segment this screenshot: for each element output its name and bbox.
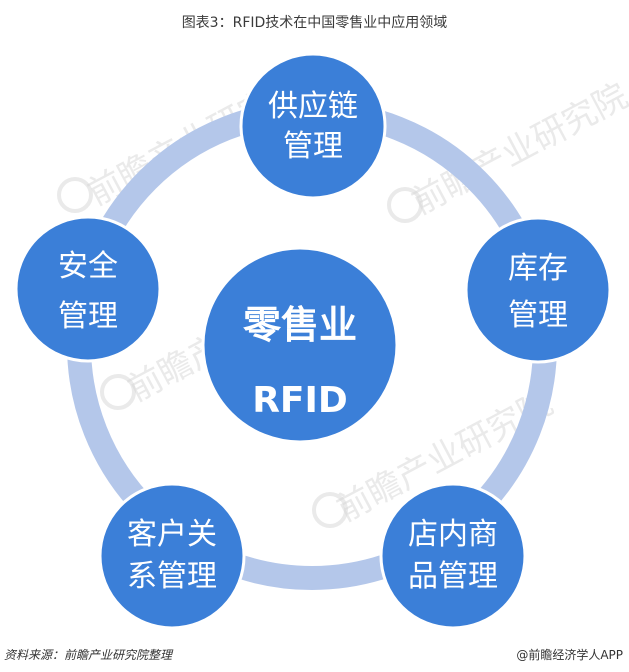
node-label-line2: 管理 [283,129,343,164]
node-circle [464,216,612,364]
node-circle [239,52,387,200]
center-circle [201,246,399,444]
footer-brand: @前瞻经济学人APP [516,648,623,662]
watermark-logo-icon [57,177,93,213]
node-label-line2: 系管理 [127,559,217,594]
source-note: 资料来源：前瞻产业研究院整理 [4,648,173,662]
center-node: 零售业 RFID [201,246,399,444]
node-supply-chain: 供应链 管理 [239,52,387,200]
node-label-line1: 供应链 [268,89,358,124]
node-label-line2: 管理 [58,299,118,334]
node-label-line1: 客户关 [127,517,217,552]
node-circle [98,482,246,630]
watermark-logo-icon [387,187,423,223]
node-label-line2: 管理 [508,298,568,333]
node-store-goods: 店内商 品管理 [379,482,527,630]
node-security: 安全 管理 [14,215,162,363]
node-label-line2: 品管理 [408,559,498,594]
watermark-logo-icon [100,374,136,410]
center-label-sub: RFID [252,380,348,421]
node-inventory: 库存 管理 [464,216,612,364]
node-customer: 客户关 系管理 [98,482,246,630]
node-label-line1: 店内商 [408,517,498,552]
node-circle [14,215,162,363]
node-label-line1: 安全 [58,249,118,284]
center-label-main: 零售业 [243,303,357,347]
chart-title: 图表3：RFID技术在中国零售业中应用领域 [181,15,448,31]
node-label-line1: 库存 [508,251,568,286]
node-circle [379,482,527,630]
watermark-logo-icon [312,492,348,528]
